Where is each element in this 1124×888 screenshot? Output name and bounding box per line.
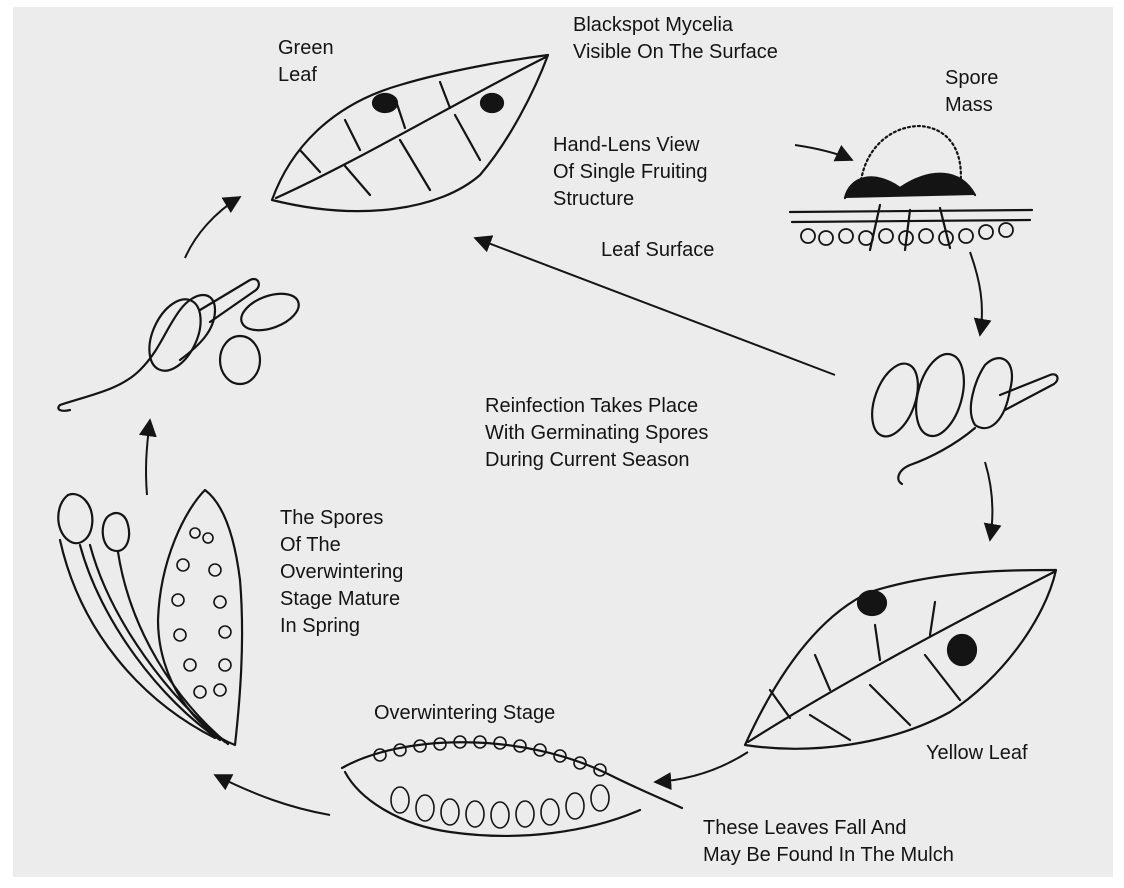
label-green-leaf: Green Leaf xyxy=(278,35,334,89)
yellow-leaf-drawing xyxy=(745,570,1056,749)
blackspot-lesion xyxy=(481,94,503,112)
arrow-spring-to-germination xyxy=(146,420,150,495)
arrow-fruiting-to-spores xyxy=(970,252,982,335)
blackspot-lesion xyxy=(373,94,397,112)
label-spores-overwintering: The Spores Of The Overwintering Stage Ma… xyxy=(280,505,403,640)
label-leaf-surface: Leaf Surface xyxy=(601,237,714,264)
overwintering-structure-drawing xyxy=(342,736,682,836)
arrow-to-spore-mass xyxy=(795,145,852,160)
label-reinfection: Reinfection Takes Place With Germinating… xyxy=(485,393,708,474)
germinating-spores-right xyxy=(863,349,1057,484)
fruiting-structure-drawing xyxy=(790,126,1032,250)
arrow-spores-to-green-leaf xyxy=(185,197,240,258)
label-yellow-leaf: Yellow Leaf xyxy=(926,740,1028,767)
arrow-overwintering-to-spring xyxy=(215,775,330,815)
label-overwintering-stage: Overwintering Stage xyxy=(374,700,555,727)
label-leaves-fall: These Leaves Fall And May Be Found In Th… xyxy=(703,815,954,869)
blackspot-lesion xyxy=(948,635,976,665)
maturing-spores-drawing xyxy=(58,490,242,745)
arrow-yellow-leaf-to-overwintering xyxy=(655,752,748,782)
label-blackspot-mycelia: Blackspot Mycelia Visible On The Surface xyxy=(573,12,778,66)
blackspot-lesion xyxy=(858,591,886,615)
label-spore-mass: Spore Mass xyxy=(945,65,998,119)
germinating-spores-left xyxy=(58,279,303,411)
arrow-spores-to-yellow-leaf xyxy=(985,462,992,540)
label-hand-lens-view: Hand-Lens View Of Single Fruiting Struct… xyxy=(553,132,708,213)
